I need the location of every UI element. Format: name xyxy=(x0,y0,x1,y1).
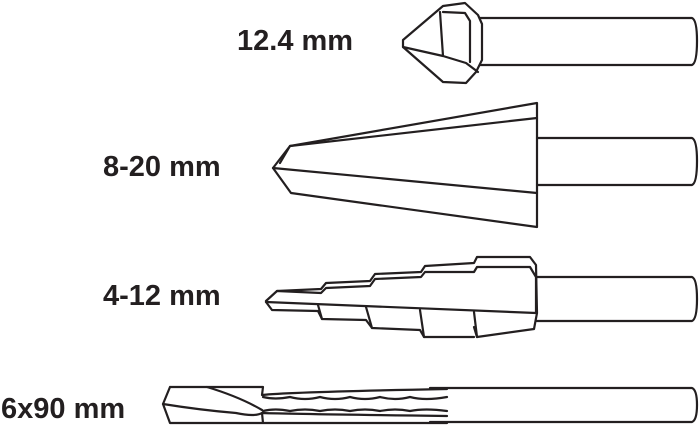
label-step-drill: 4-12 mm xyxy=(103,280,221,312)
step-drill-drawing xyxy=(264,255,699,339)
cone-drill-drawing xyxy=(271,101,699,229)
countersink-bit-drawing xyxy=(401,1,699,85)
label-countersink: 12.4 mm xyxy=(237,25,354,57)
twist-drill-drawing xyxy=(161,385,699,425)
label-twist-drill: 6x90 mm xyxy=(1,393,126,425)
label-cone-drill: 8-20 mm xyxy=(103,151,221,183)
